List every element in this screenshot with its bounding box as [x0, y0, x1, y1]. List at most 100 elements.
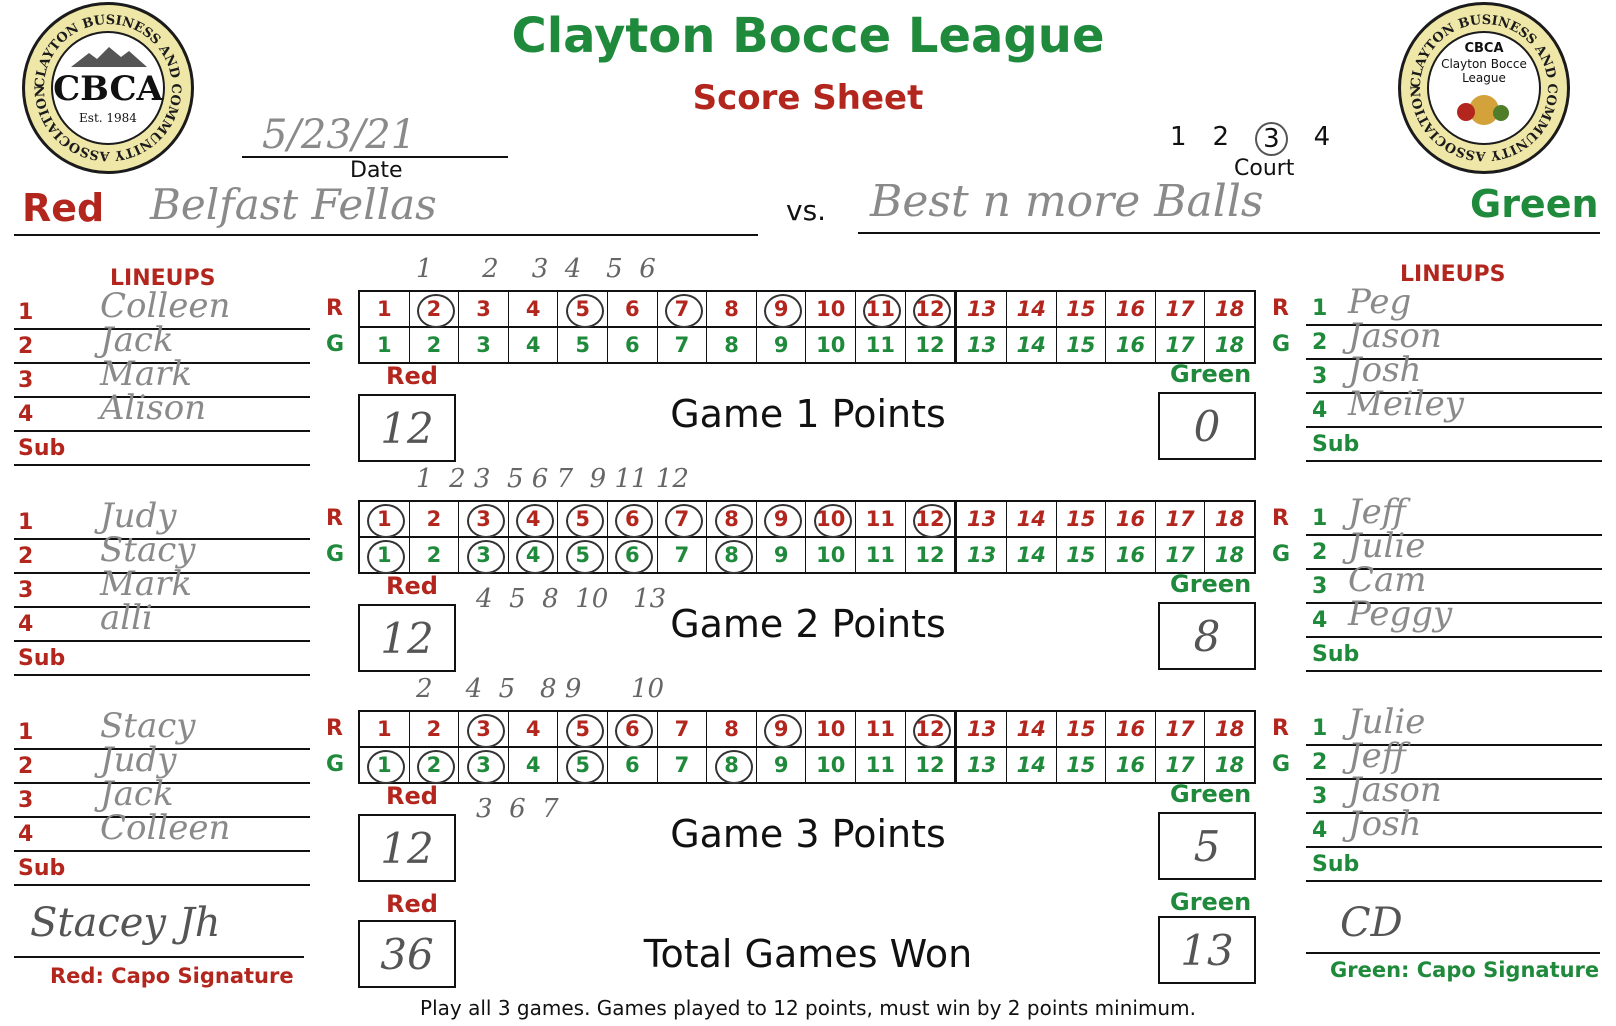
score-cell[interactable]: 6 [607, 328, 657, 362]
score-cell[interactable]: 2 [408, 748, 459, 784]
score-cell[interactable]: 17 [1154, 502, 1205, 536]
score-cell[interactable]: 9 [755, 538, 806, 572]
score-cell[interactable]: 1 [360, 502, 409, 538]
score-cell[interactable]: 3 [458, 748, 508, 784]
score-cell[interactable]: 13 [954, 328, 1006, 362]
score-cell[interactable]: 5 [557, 748, 607, 784]
score-cell[interactable]: 12 [904, 538, 955, 572]
score-cell[interactable]: 18 [1204, 328, 1254, 362]
score-cell[interactable]: 14 [1005, 748, 1056, 782]
score-cell[interactable]: 4 [507, 748, 558, 782]
score-cell[interactable]: 2 [408, 292, 459, 328]
score-cell[interactable]: 14 [1005, 502, 1056, 536]
score-cell[interactable]: 5 [557, 502, 607, 538]
score-cell[interactable]: 11 [855, 538, 905, 572]
score-cell[interactable]: 7 [656, 748, 707, 782]
score-cell[interactable]: 18 [1204, 502, 1254, 536]
score-cell[interactable]: 11 [855, 502, 905, 536]
score-cell[interactable]: 15 [1055, 538, 1106, 572]
score-cell[interactable]: 10 [805, 328, 855, 362]
score-cell[interactable]: 4 [507, 502, 558, 538]
score-cell[interactable]: 3 [458, 538, 508, 574]
score-cell[interactable]: 1 [376, 333, 392, 357]
score-cell[interactable]: 13 [954, 538, 1006, 572]
score-cell[interactable]: 18 [1204, 538, 1254, 572]
score-cell[interactable]: 1 [376, 297, 392, 321]
score-cell[interactable]: 11 [855, 292, 905, 328]
score-cell[interactable]: 14 [1005, 292, 1056, 326]
score-cell[interactable]: 8 [706, 292, 756, 326]
score-cell[interactable]: 3 [458, 712, 508, 748]
score-cell[interactable]: 7 [656, 712, 707, 746]
score-cell[interactable]: 8 [706, 712, 756, 746]
score-cell[interactable]: 7 [656, 538, 707, 572]
score-cell[interactable]: 5 [557, 712, 607, 748]
score-cell[interactable]: 8 [706, 502, 756, 538]
score-cell[interactable]: 6 [607, 712, 657, 748]
score-cell[interactable]: 9 [755, 748, 806, 782]
score-cell[interactable]: 6 [607, 502, 657, 538]
score-cell[interactable]: 11 [855, 748, 905, 782]
score-cell[interactable]: 18 [1204, 292, 1254, 326]
score-cell[interactable]: 17 [1154, 328, 1205, 362]
score-cell[interactable]: 14 [1005, 328, 1056, 362]
score-cell[interactable]: 15 [1055, 712, 1106, 746]
score-cell[interactable]: 12 [904, 292, 955, 328]
score-cell[interactable]: 10 [805, 502, 855, 538]
score-cell[interactable]: 18 [1204, 712, 1254, 746]
score-cell[interactable]: 9 [755, 712, 806, 748]
score-cell[interactable]: 5 [557, 292, 607, 328]
score-cell[interactable]: 1 [376, 717, 392, 741]
score-cell[interactable]: 16 [1105, 712, 1155, 746]
score-cell[interactable]: 15 [1055, 748, 1106, 782]
score-cell[interactable]: 16 [1105, 292, 1155, 326]
score-cell[interactable]: 3 [458, 328, 508, 362]
score-cell[interactable]: 17 [1154, 292, 1205, 326]
score-cell[interactable]: 16 [1105, 328, 1155, 362]
score-cell[interactable]: 2 [408, 502, 459, 536]
score-cell[interactable]: 9 [755, 328, 806, 362]
score-cell[interactable]: 11 [855, 328, 905, 362]
score-cell[interactable]: 9 [755, 292, 806, 328]
score-cell[interactable]: 8 [706, 538, 756, 574]
score-cell[interactable]: 17 [1154, 712, 1205, 746]
score-cell[interactable]: 13 [954, 712, 1006, 746]
score-cell[interactable]: 2 [408, 538, 459, 572]
score-cell[interactable]: 14 [1005, 712, 1056, 746]
score-cell[interactable]: 2 [408, 712, 459, 746]
score-cell[interactable]: 18 [1204, 748, 1254, 782]
score-cell[interactable]: 4 [507, 292, 558, 326]
score-cell[interactable]: 6 [607, 292, 657, 326]
score-cell[interactable]: 11 [855, 712, 905, 746]
score-cell[interactable]: 4 [507, 712, 558, 746]
score-cell[interactable]: 16 [1105, 748, 1155, 782]
score-cell[interactable]: 12 [904, 328, 955, 362]
score-cell[interactable]: 10 [805, 538, 855, 572]
score-cell[interactable]: 7 [656, 292, 707, 328]
score-cell[interactable]: 6 [607, 538, 657, 574]
score-cell[interactable]: 13 [954, 502, 1006, 536]
score-cell[interactable]: 6 [607, 748, 657, 782]
score-cell[interactable]: 15 [1055, 328, 1106, 362]
score-cell[interactable]: 7 [656, 328, 707, 362]
score-cell[interactable]: 2 [408, 328, 459, 362]
score-cell[interactable]: 10 [805, 748, 855, 782]
score-cell[interactable]: 12 [904, 712, 955, 748]
score-cell[interactable]: 8 [706, 328, 756, 362]
score-cell[interactable]: 13 [954, 748, 1006, 782]
score-cell[interactable]: 16 [1105, 538, 1155, 572]
score-cell[interactable]: 17 [1154, 538, 1205, 572]
score-cell[interactable]: 5 [557, 328, 607, 362]
score-cell[interactable]: 9 [755, 502, 806, 538]
score-cell[interactable]: 13 [954, 292, 1006, 326]
score-cell[interactable]: 16 [1105, 502, 1155, 536]
score-cell[interactable]: 12 [904, 748, 955, 782]
score-cell[interactable]: 7 [656, 502, 707, 538]
score-cell[interactable]: 15 [1055, 292, 1106, 326]
score-cell[interactable]: 5 [557, 538, 607, 574]
score-cell[interactable]: 14 [1005, 538, 1056, 572]
score-cell[interactable]: 4 [507, 538, 558, 574]
score-cell[interactable]: 4 [507, 328, 558, 362]
score-cell[interactable]: 12 [904, 502, 955, 538]
score-cell[interactable]: 3 [458, 292, 508, 326]
